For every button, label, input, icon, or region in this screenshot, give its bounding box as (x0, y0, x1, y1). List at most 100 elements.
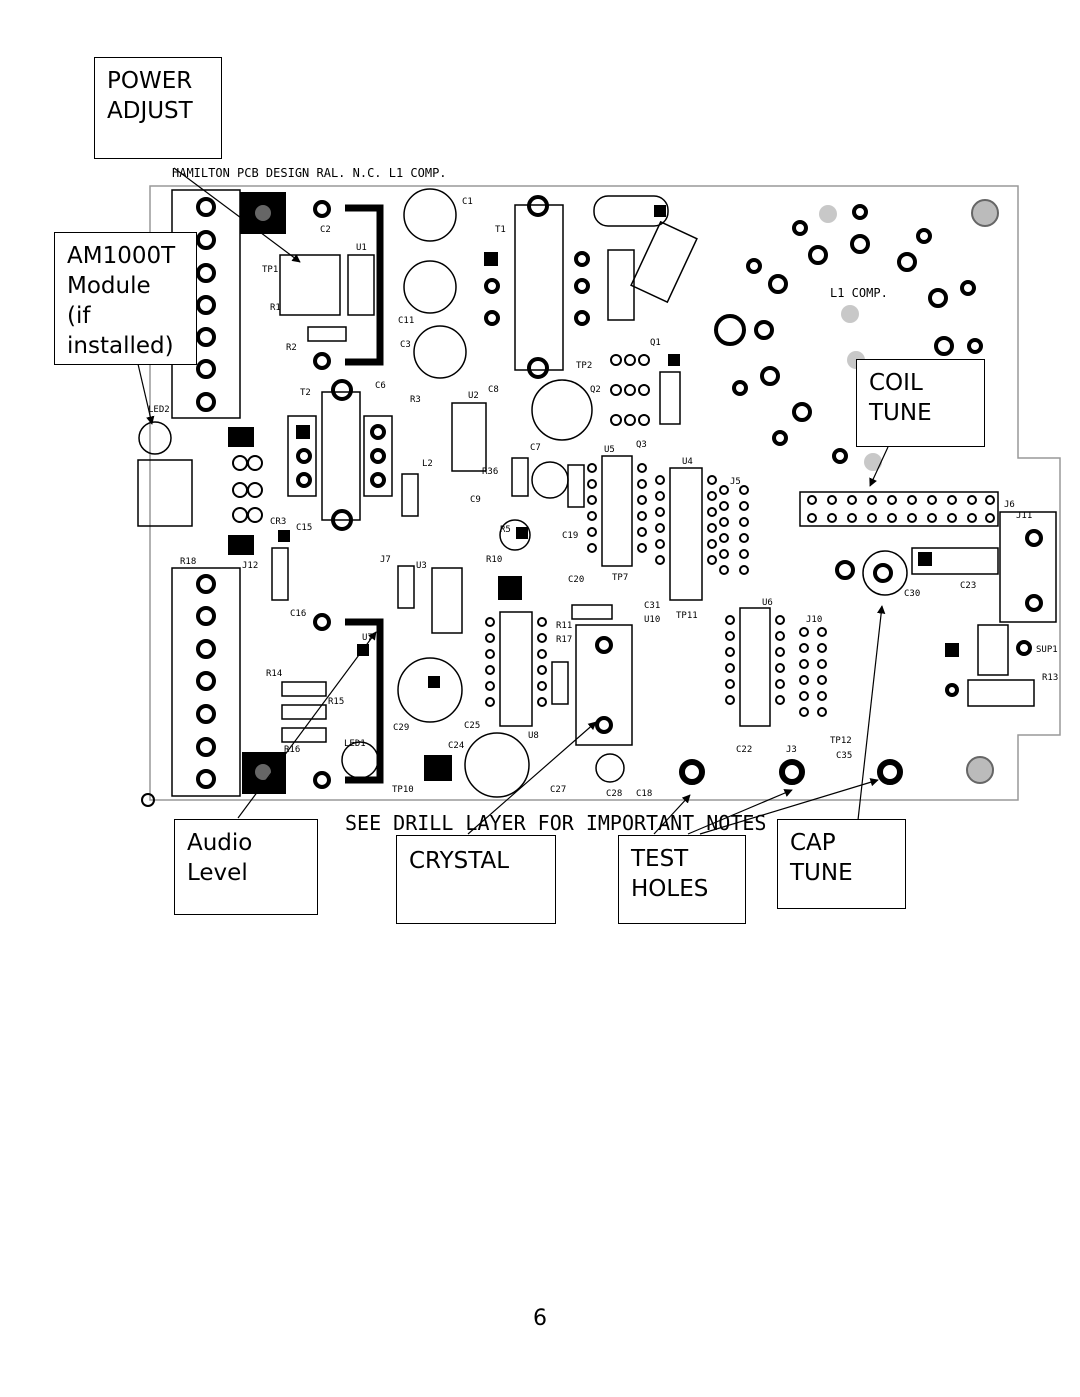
leader-test-holes-1 (653, 794, 691, 835)
through-hole-pads (296, 195, 1043, 789)
callout-test-holes-line-2: HOLES (631, 876, 709, 902)
leader-test-holes-3 (699, 778, 879, 835)
svg-text:R13: R13 (1042, 673, 1058, 683)
mounting-holes (141, 192, 999, 807)
callout-am1000t-module: AM1000T Module (if installed) (54, 232, 197, 365)
svg-text:R10: R10 (486, 555, 502, 565)
svg-text:R18: R18 (180, 557, 196, 567)
svg-text:C3: C3 (400, 340, 411, 350)
svg-text:J12: J12 (242, 561, 258, 571)
svg-text:C15: C15 (296, 523, 312, 533)
svg-text:U5: U5 (604, 445, 615, 455)
svg-text:C7: C7 (530, 443, 541, 453)
svg-text:U7: U7 (362, 633, 373, 643)
svg-text:C16: C16 (290, 609, 306, 619)
leader-coil-tune (869, 446, 889, 487)
callout-am1000t-line-1: AM1000T (67, 243, 176, 269)
svg-text:C6: C6 (375, 381, 386, 391)
svg-text:T2: T2 (300, 388, 311, 398)
svg-text:C30: C30 (904, 589, 920, 599)
svg-text:TP12: TP12 (830, 736, 852, 746)
svg-text:C27: C27 (550, 785, 566, 795)
board-header-text: HAMILTON PCB DESIGN RAL. N.C. L1 COMP. (172, 166, 447, 180)
board-footer-text: SEE DRILL LAYER FOR IMPORTANT NOTES (345, 811, 766, 835)
svg-text:R11: R11 (556, 621, 572, 631)
svg-text:R17: R17 (556, 635, 572, 645)
svg-text:C35: C35 (836, 751, 852, 761)
callout-cap-tune-line-1: CAP (790, 830, 836, 856)
callout-cap-tune: CAP TUNE (777, 819, 906, 909)
svg-text:J3: J3 (786, 745, 797, 755)
svg-text:J10: J10 (806, 615, 822, 625)
svg-text:C25: C25 (464, 721, 480, 731)
svg-text:C20: C20 (568, 575, 584, 585)
svg-text:R3: R3 (410, 395, 421, 405)
svg-text:C2: C2 (320, 225, 331, 235)
callout-test-holes: TEST HOLES (618, 835, 746, 924)
svg-text:C28: C28 (606, 789, 622, 799)
svg-text:C8: C8 (488, 385, 499, 395)
svg-text:Q2: Q2 (590, 385, 601, 395)
svg-text:LED2: LED2 (148, 405, 170, 415)
svg-text:U4: U4 (682, 457, 693, 467)
svg-text:R5: R5 (500, 525, 511, 535)
svg-text:CR3: CR3 (270, 517, 286, 527)
svg-text:J11: J11 (1016, 511, 1032, 521)
j4-connector (171, 189, 241, 419)
svg-text:R16: R16 (284, 745, 300, 755)
svg-text:U8: U8 (528, 731, 539, 741)
callout-audio-level-line-2: Level (187, 860, 248, 886)
round-capacitors (138, 188, 908, 798)
leader-cap-tune (857, 605, 886, 821)
svg-text:U10: U10 (644, 615, 660, 625)
pcb-layout-diagram: HAMILTON PCB DESIGN RAL. N.C. L1 COMP. S… (137, 166, 1061, 835)
page-number: 6 (533, 1306, 547, 1331)
callout-power-adjust-line-2: ADJUST (107, 98, 193, 124)
callout-power-adjust-line-1: POWER (107, 68, 193, 94)
heavy-traces (345, 204, 384, 784)
svg-text:C29: C29 (393, 723, 409, 733)
coil-label: L1 COMP. (830, 286, 888, 300)
svg-text:C24: C24 (448, 741, 464, 751)
svg-text:TP11: TP11 (676, 611, 698, 621)
svg-text:R36: R36 (482, 467, 498, 477)
leader-am1000t (137, 363, 155, 425)
svg-text:C11: C11 (398, 316, 414, 326)
callout-coil-tune-line-2: TUNE (869, 400, 932, 426)
leader-power-adjust (173, 167, 301, 263)
svg-text:C31: C31 (644, 601, 660, 611)
svg-text:Q1: Q1 (650, 338, 661, 348)
svg-text:T1: T1 (495, 225, 506, 235)
callout-coil-tune-line-1: COIL (869, 370, 923, 396)
leader-test-holes-2 (687, 789, 793, 835)
svg-text:R2: R2 (286, 343, 297, 353)
svg-text:C18: C18 (636, 789, 652, 799)
svg-text:R14: R14 (266, 669, 282, 679)
svg-text:U6: U6 (762, 598, 773, 608)
svg-text:J7: J7 (380, 555, 391, 565)
callout-crystal: CRYSTAL (396, 835, 556, 924)
callout-am1000t-line-2: Module (67, 273, 151, 299)
svg-text:TP2: TP2 (576, 361, 592, 371)
callout-test-holes-line-1: TEST (631, 846, 689, 872)
svg-text:TP7: TP7 (612, 573, 628, 583)
callout-audio-level: Audio Level (174, 819, 318, 915)
callout-am1000t-line-3: (if (67, 303, 91, 329)
callout-am1000t-line-4: installed) (67, 333, 174, 359)
svg-text:LED1: LED1 (344, 739, 366, 749)
svg-text:U2: U2 (468, 391, 479, 401)
board-outline (149, 185, 1061, 801)
callout-crystal-line-1: CRYSTAL (409, 848, 510, 874)
solid-pads (228, 205, 959, 688)
svg-text:TP1: TP1 (262, 265, 278, 275)
svg-text:J6: J6 (1004, 500, 1015, 510)
callout-coil-tune: COIL TUNE (856, 359, 985, 447)
ic-pin-rows (232, 354, 995, 717)
callout-cap-tune-line-2: TUNE (790, 860, 853, 886)
svg-text:Q3: Q3 (636, 440, 647, 450)
leader-audio-level (237, 631, 377, 819)
svg-text:C9: C9 (470, 495, 481, 505)
svg-text:U3: U3 (416, 561, 427, 571)
svg-text:C1: C1 (462, 197, 473, 207)
